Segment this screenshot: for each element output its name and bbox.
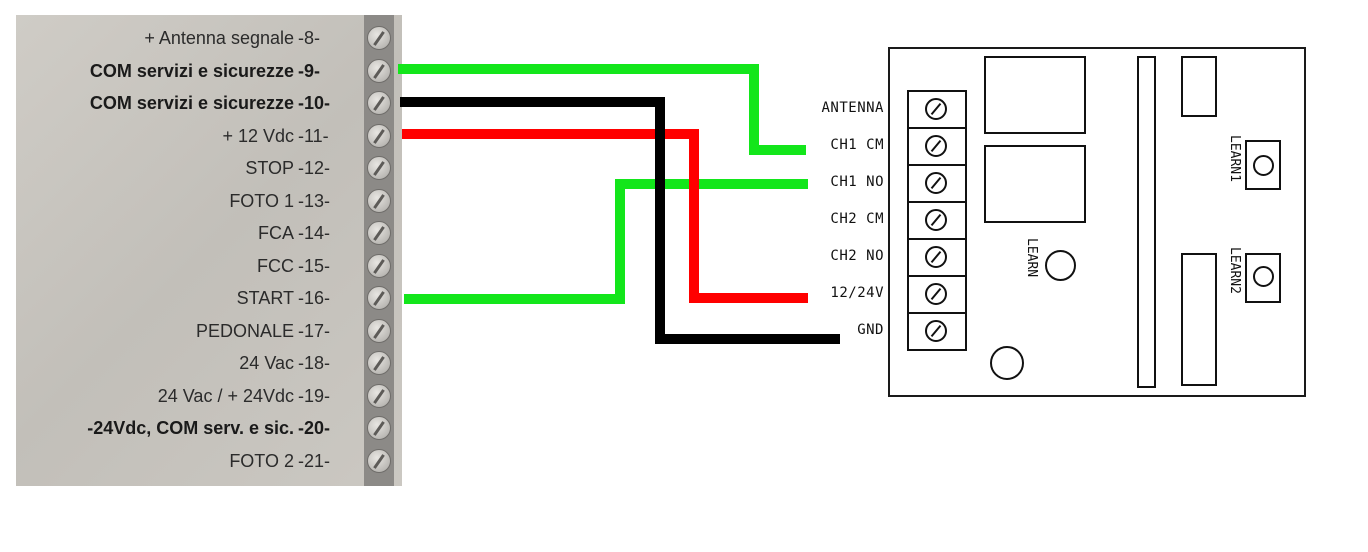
terminal-number: -8- — [298, 28, 320, 48]
receiver-terminal — [909, 166, 965, 203]
receiver-terminal — [909, 129, 965, 166]
learn1-button-icon — [1253, 155, 1274, 176]
terminal-label: COM servizi e sicurezze — [89, 60, 294, 81]
screw-icon — [367, 286, 391, 310]
terminal-label: FOTO 1 — [229, 190, 294, 211]
learn2-button-icon — [1253, 266, 1274, 287]
terminal-label: COM servizi e sicurezze — [89, 93, 294, 113]
learn2-button-frame — [1245, 253, 1281, 303]
receiver-terminal-label: ANTENNA — [821, 100, 884, 116]
terminal-number: -13- — [298, 190, 331, 211]
screw-icon — [367, 156, 391, 180]
terminal-number: -9- — [298, 60, 320, 81]
terminal-number: -14- — [298, 223, 331, 243]
terminal-number: -15- — [298, 255, 331, 276]
screw-icon — [367, 91, 391, 115]
wire-green-start — [404, 179, 808, 304]
relay-1 — [984, 56, 1086, 134]
terminal-label: 24 Vac / + 24Vdc — [157, 385, 294, 406]
screw-icon — [367, 253, 391, 278]
screw-icon — [925, 135, 947, 157]
controller-terminal-panel — [16, 15, 402, 486]
terminal-number: -20- — [298, 418, 331, 438]
terminal-label: PEDONALE — [195, 320, 294, 341]
screw-icon — [367, 383, 391, 408]
terminal-number: -18- — [298, 353, 331, 373]
screw-icon — [925, 283, 947, 305]
vertical-connector — [1137, 56, 1156, 388]
receiver-terminal-label: CH2 CM — [830, 211, 884, 227]
terminal-label: 24 Vac — [239, 353, 294, 373]
receiver-terminal-label: 12/24V — [830, 285, 884, 301]
screw-icon — [367, 448, 391, 473]
terminal-number: -11- — [298, 125, 329, 146]
terminal-label: STOP — [245, 158, 294, 178]
screw-icon — [367, 188, 391, 213]
learn-button-icon — [1045, 250, 1076, 281]
screw-icon — [925, 320, 947, 342]
receiver-terminal-label: CH1 NO — [830, 174, 884, 190]
receiver-terminal-label: CH2 NO — [830, 248, 884, 264]
screw-icon — [925, 246, 947, 268]
screw-icon — [925, 209, 947, 231]
component-bottom-right — [1181, 253, 1217, 386]
screw-icon — [367, 351, 391, 375]
terminal-label: -24Vdc, COM serv. e sic. — [87, 418, 294, 438]
terminal-label: START — [236, 288, 294, 308]
terminal-label: FCA — [258, 223, 294, 243]
screw-icon — [367, 416, 391, 440]
receiver-terminal-label: CH1 CM — [830, 137, 884, 153]
terminal-number: -10- — [298, 93, 331, 113]
screw-icon — [367, 123, 391, 148]
terminal-number: -12- — [298, 158, 331, 178]
terminal-number: -17- — [298, 320, 331, 341]
terminal-number: -21- — [298, 450, 331, 471]
receiver-terminal — [909, 240, 965, 277]
screw-icon — [367, 221, 391, 245]
learn1-button-frame — [1245, 140, 1281, 190]
receiver-terminal — [909, 92, 965, 129]
screw-terminal-strip — [364, 15, 394, 486]
screw-icon — [925, 172, 947, 194]
terminal-number: -16- — [298, 288, 331, 308]
terminal-label: FCC — [257, 255, 294, 276]
wire-red-12v — [402, 129, 808, 303]
component-top-right — [1181, 56, 1217, 117]
terminal-label: + Antenna segnale — [144, 28, 294, 48]
screw-icon — [925, 98, 947, 120]
mounting-hole-icon — [990, 346, 1024, 380]
terminal-label: + 12 Vdc — [222, 125, 294, 146]
screw-icon — [367, 58, 391, 83]
wire-green-com — [398, 64, 806, 155]
terminal-label: FOTO 2 — [229, 450, 294, 471]
screw-icon — [367, 26, 391, 50]
screw-icon — [367, 318, 391, 343]
receiver-terminal — [909, 314, 965, 351]
terminal-number: -19- — [298, 385, 331, 406]
wire-black-gnd — [400, 97, 840, 344]
relay-2 — [984, 145, 1086, 223]
receiver-terminal — [909, 203, 965, 240]
receiver-terminal — [909, 277, 965, 314]
receiver-terminal-label: GND — [857, 322, 884, 338]
receiver-terminal-block — [907, 90, 967, 351]
